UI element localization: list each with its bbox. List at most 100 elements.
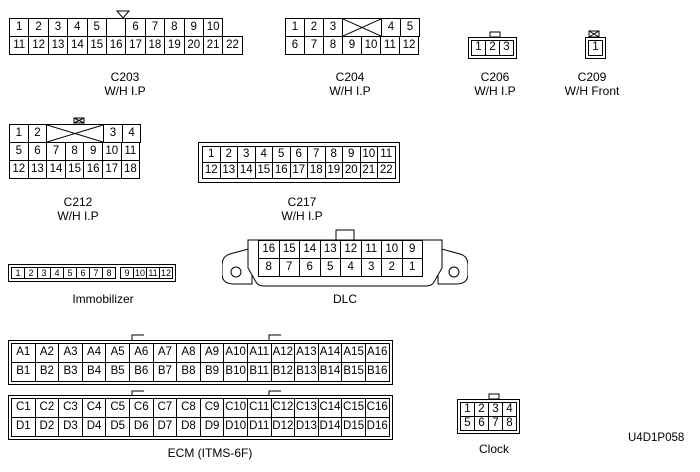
- pin-cell: 12: [159, 267, 173, 279]
- connector-location: W/H I.P: [474, 84, 516, 98]
- pin-cell: 22: [222, 36, 243, 55]
- pin-cell: C16: [364, 398, 390, 418]
- pin-cell: 20: [183, 36, 204, 55]
- pin-cell: 18: [307, 162, 326, 179]
- pin-cell: D5: [105, 417, 130, 437]
- pin-cell: 4: [502, 402, 517, 417]
- pin-cell: 6: [27, 142, 48, 161]
- pin-cell: C2: [34, 398, 60, 418]
- pin-cell: 8: [102, 267, 116, 279]
- pin-cell: 5: [400, 18, 420, 37]
- connector-id: C217: [287, 195, 317, 209]
- pin-cell: 12: [28, 36, 49, 55]
- pin-cell: 1: [9, 18, 30, 37]
- mount-hole-icon: [448, 266, 460, 278]
- pin-cell: 21: [359, 162, 378, 179]
- pin-cell: 1: [401, 258, 423, 277]
- connector-label: Clock: [478, 442, 510, 456]
- connector-label: ECM (ITMS-6F): [167, 446, 253, 460]
- connector-location: W/H I.P: [281, 209, 323, 223]
- pin-cell: 4: [254, 146, 273, 163]
- pin-cell: 7: [307, 146, 326, 163]
- pin-cell: 9: [401, 240, 423, 259]
- connector-c209: 1: [585, 37, 606, 59]
- pin-cell: 3: [237, 146, 256, 163]
- pin-cell: 5: [460, 416, 475, 431]
- pin-cell: 6: [125, 18, 146, 37]
- pin-cell: C8: [176, 398, 201, 418]
- pin-cell: 5: [63, 267, 77, 279]
- pin-cell: 11: [9, 36, 30, 55]
- pin-cell: 9: [183, 18, 204, 37]
- latch-icon: [131, 334, 144, 340]
- pin-cell: C4: [81, 398, 107, 418]
- connector-location: W/H Front: [564, 84, 620, 98]
- pin-cell: 14: [237, 162, 256, 179]
- connector-label: C204 W/H I.P: [329, 70, 370, 98]
- pin-cell: 1: [588, 40, 603, 56]
- pin-cell: 6: [289, 146, 308, 163]
- pin-cell: 3: [47, 18, 69, 37]
- blank-cavity: [46, 124, 105, 143]
- pin-cell: 2: [219, 146, 238, 163]
- pin-cell: D2: [34, 417, 60, 437]
- pin-cell: 16: [272, 162, 291, 179]
- pin-cell: 2: [485, 40, 500, 56]
- connector-label: Immobilizer: [72, 292, 134, 306]
- pin-cell: 1: [11, 267, 25, 279]
- pin-cell: C5: [105, 398, 130, 418]
- pin-cell: 3: [499, 40, 514, 56]
- connector-label: DLC: [332, 292, 358, 306]
- pin-cell: 7: [46, 142, 66, 161]
- pin-cell: B7: [152, 362, 178, 382]
- pin-cell: 12: [399, 36, 419, 55]
- pin-cell: B5: [105, 362, 130, 382]
- pin-cell: C3: [58, 398, 83, 418]
- pin-cell: A4: [81, 343, 107, 363]
- pin-cell: 11: [360, 240, 382, 259]
- pin-cell: 5: [319, 258, 341, 277]
- mount-hole-icon: [230, 266, 242, 278]
- pin-cell: 17: [101, 160, 122, 179]
- latch-icon: [73, 117, 85, 124]
- pin-cell: 12: [340, 240, 362, 259]
- pin-cell: 13: [47, 36, 69, 55]
- pin-cell: 6: [474, 416, 489, 431]
- blank-cavity: [342, 18, 382, 37]
- pin-cell: 4: [381, 18, 401, 37]
- pin-cell: B8: [176, 362, 201, 382]
- pin-cell: 15: [278, 240, 300, 259]
- pin-cell: A3: [58, 343, 83, 363]
- pin-cell: 1: [9, 124, 29, 143]
- latch-icon: [131, 390, 144, 396]
- pin-cell: 19: [164, 36, 185, 55]
- pin-cell: C13: [294, 398, 319, 418]
- pin-cell: 2: [27, 124, 48, 143]
- pin-cell: 8: [258, 258, 280, 277]
- pin-cell: 7: [488, 416, 503, 431]
- pin-cell: 20: [342, 162, 361, 179]
- pin-cell: B6: [128, 362, 154, 382]
- pin-cell: 5: [86, 18, 107, 37]
- pin-cell: 4: [121, 124, 142, 143]
- pin-cell: D11: [246, 417, 272, 437]
- pin-cell: 7: [278, 258, 300, 277]
- pin-cell: B13: [294, 362, 319, 382]
- pin-cell: D15: [341, 417, 366, 437]
- pin-cell: A10: [223, 343, 248, 363]
- pin-cell: D16: [364, 417, 390, 437]
- pin-cell: 10: [381, 240, 403, 259]
- pin-cell: D10: [223, 417, 248, 437]
- pin-cell: 5: [9, 142, 29, 161]
- pin-cell: 18: [120, 160, 141, 179]
- connector-location: W/H I.P: [57, 209, 99, 223]
- pin-cell: A16: [364, 343, 390, 363]
- pin-cell: 10: [133, 267, 147, 279]
- pin-cell: 3: [360, 258, 382, 277]
- pin-cell: C15: [341, 398, 366, 418]
